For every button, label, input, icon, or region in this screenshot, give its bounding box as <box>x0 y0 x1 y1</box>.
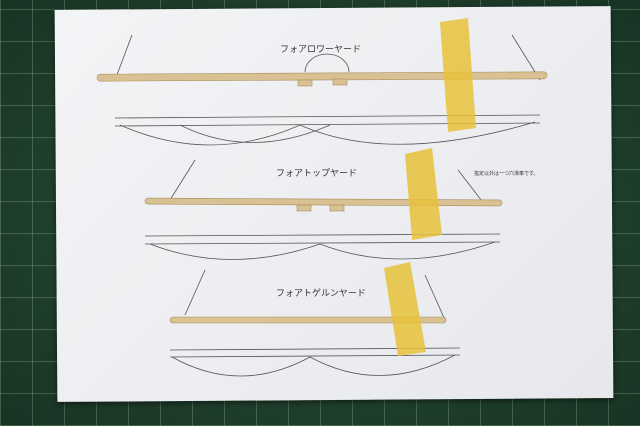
tape-3 <box>384 262 426 356</box>
tape-1 <box>440 18 476 132</box>
note-text: 指定以外は一つ穴滑車です。 <box>474 171 539 177</box>
label-fore-topgallant-yard: フォアトゲルンヤード <box>276 289 366 299</box>
top-yard-plan <box>144 159 501 260</box>
topgallant-yard-dowel <box>169 316 447 324</box>
top-yard-dowel <box>144 197 503 207</box>
label-fore-lower-yard: フォアロワーヤード <box>280 45 362 55</box>
label-fore-top-yard: フォアトップヤード <box>276 169 358 179</box>
tape-2 <box>405 148 442 240</box>
lower-yard-dowel <box>96 71 548 82</box>
